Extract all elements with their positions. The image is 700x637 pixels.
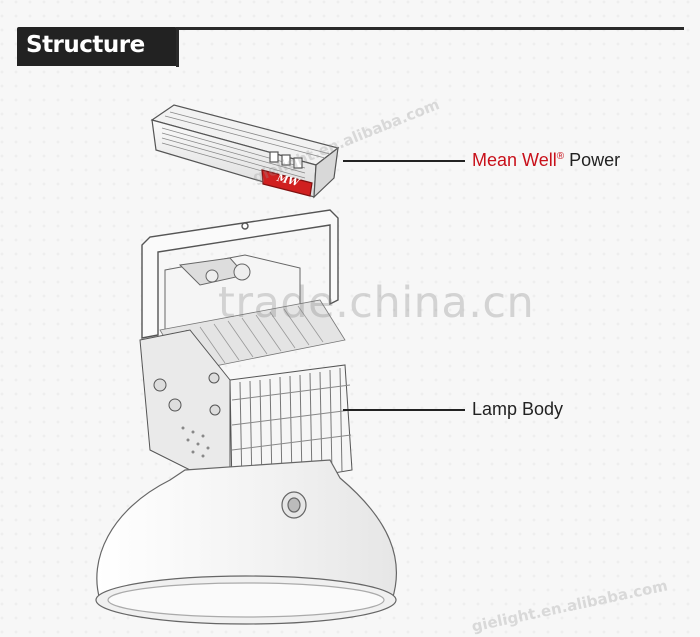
section-header-tab [17, 27, 177, 66]
section-title: Structure [26, 32, 145, 58]
power-driver [150, 104, 340, 199]
watermark-trade-china: trade.china.cn [218, 278, 535, 328]
power-label: Power [564, 150, 621, 170]
mounting-bracket [141, 209, 339, 339]
lamp-body-heatsink [139, 329, 353, 491]
registered-mark: ® [556, 151, 565, 162]
power-callout-label: Mean Well® Power [472, 150, 620, 171]
lamp-body-callout-line [343, 409, 465, 411]
section-header-rule [176, 27, 684, 30]
lamp-body-callout-label: Lamp Body [472, 399, 564, 419]
section-header-divider [176, 27, 179, 67]
reflector-dome [95, 459, 398, 625]
power-callout-line [343, 160, 465, 162]
power-brand: Mean Well [472, 150, 557, 170]
